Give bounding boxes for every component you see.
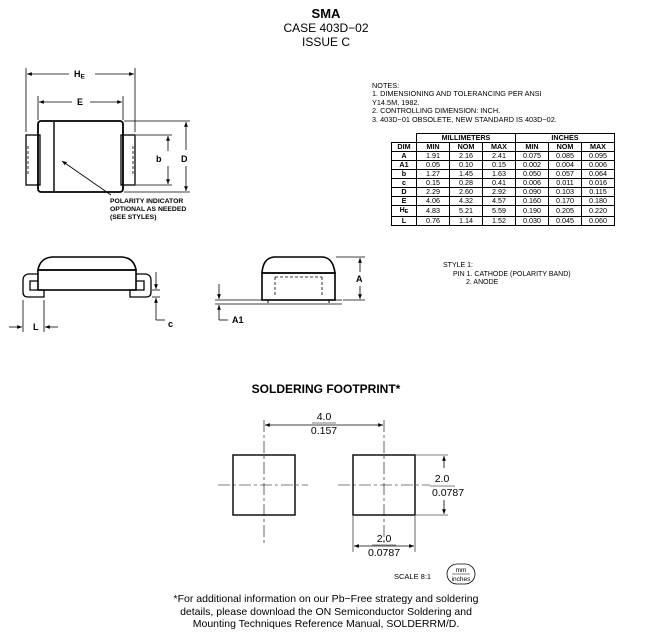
issue-label: ISSUE C (301, 35, 350, 49)
label-HE: HE (74, 69, 86, 81)
style-note-pin2: 2. ANODE (466, 279, 499, 286)
notes-block: NOTES: 1. DIMENSIONING AND TOLERANCING P… (372, 81, 557, 124)
footnote-line: Mounting Techniques Reference Manual, SO… (192, 618, 460, 630)
right-lead (120, 134, 136, 186)
label-A1: A1 (232, 315, 244, 325)
table-cell: 0.060 (581, 216, 615, 226)
footprint-title: SOLDERING FOOTPRINT* (251, 382, 401, 396)
footnote-line: details, please download the ON Semicond… (180, 605, 472, 618)
footprint-dim-top-mm: 4.0 (317, 411, 332, 423)
dimension-table: MILLIMETERS INCHES DIM MIN NOM MAX MIN N… (391, 133, 615, 226)
footprint-dim-bottom-mm: 2.0 (377, 533, 392, 545)
unit-inches: inches (452, 576, 472, 583)
case-number: CASE 403D−02 (283, 21, 369, 35)
polarity-note-2: OPTIONAL AS NEEDED (110, 206, 186, 213)
polarity-note-3: (SEE STYLES) (110, 214, 156, 221)
note-line: 2. CONTROLLING DIMENSION: INCH. (372, 106, 501, 116)
footprint-dim-top-in: 0.157 (311, 425, 337, 437)
label-E: E (77, 97, 83, 107)
label-L: L (33, 322, 39, 332)
footprint-dim-right-in: 0.0787 (432, 487, 464, 499)
note-line: 1. DIMENSIONING AND TOLERANCING PER ANSI (372, 89, 542, 99)
label-c: c (168, 319, 173, 329)
style-note-pin1: PIN 1. CATHODE (POLARITY BAND) (453, 270, 571, 278)
footnote-line: *For additional information on our Pb−Fr… (173, 593, 479, 605)
footprint-drawing (218, 420, 476, 585)
label-A: A (356, 274, 363, 284)
note-line: 3. 403D−01 OBSOLETE, NEW STANDARD IS 403… (372, 114, 557, 124)
left-lead (25, 134, 41, 186)
footprint-dim-right-mm: 2.0 (435, 473, 450, 485)
label-b: b (156, 154, 162, 164)
end-view (215, 256, 365, 321)
notes-title: NOTES: (372, 81, 400, 90)
side-view (9, 256, 165, 332)
footprint-dim-bottom-in: 0.0787 (368, 547, 400, 559)
body-outline (37, 120, 124, 193)
package-name: SMA (311, 6, 341, 21)
footnote: *For additional information on our Pb−Fr… (0, 593, 652, 631)
unit-mm: mm (456, 567, 467, 574)
label-D: D (181, 154, 188, 164)
style-note-title: STYLE 1: (443, 262, 473, 269)
note-line: Y14.5M, 1982. (372, 97, 420, 107)
polarity-note-1: POLARITY INDICATOR (110, 198, 183, 205)
scale-label: SCALE 8:1 (394, 572, 432, 581)
style-note: STYLE 1: PIN 1. CATHODE (POLARITY BAND) … (443, 262, 571, 288)
top-view (25, 68, 190, 196)
